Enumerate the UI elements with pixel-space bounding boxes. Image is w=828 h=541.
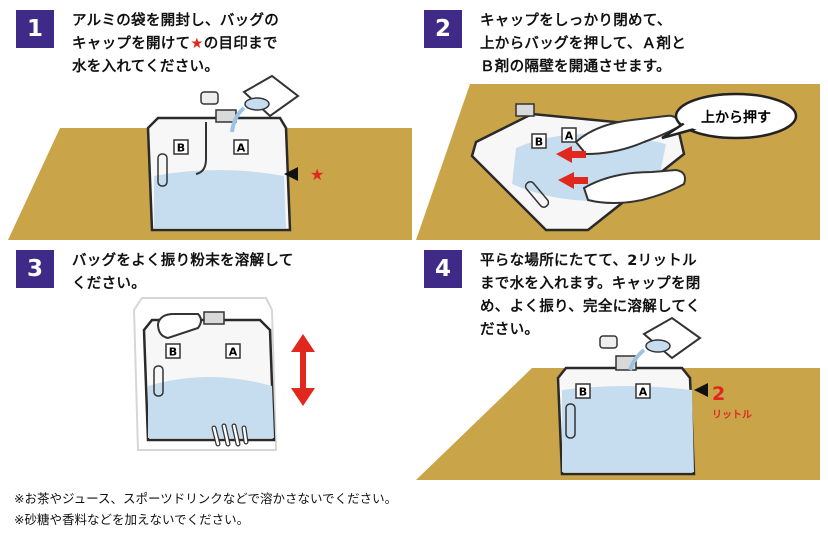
star-marker-icon: ★: [310, 165, 324, 184]
step-3-illustration: B A: [8, 244, 412, 480]
cap-icon: [599, 335, 618, 349]
instruction-line: 上からバッグを押して、Ａ剤と: [480, 36, 687, 52]
caution-notes: ※お茶やジュース、スポーツドリンクなどで溶かさないでください。 ※砂糖や香料など…: [14, 488, 397, 530]
speech-bubble: 上から押す: [661, 92, 798, 140]
hand-top-icon: [156, 313, 202, 340]
step-number: 3: [16, 250, 54, 288]
instruction-line: Ｂ剤の隔壁を開通させます。: [480, 59, 671, 75]
step-1-instructions: アルミの袋を開封し、バッグの キャップを開けて★の目印まで 水を入れてください。: [72, 10, 408, 79]
pouch-divider: [195, 122, 207, 175]
step-1-illustration: B A ★: [8, 4, 412, 240]
level-mark-unit: リットル: [712, 409, 752, 421]
pouch-handle: [524, 180, 550, 208]
label-a: A: [229, 346, 238, 359]
instruction-line: め、よく振り、完全に溶解してく: [480, 299, 701, 315]
arrow-left-icon: [694, 383, 708, 397]
star-icon: ★: [190, 36, 204, 52]
step-number: 2: [424, 10, 462, 48]
instruction-line: ください。: [72, 276, 146, 292]
label-b: B: [177, 142, 185, 155]
instruction-line: ださい。: [480, 322, 540, 338]
caution-note: ※お茶やジュース、スポーツドリンクなどで溶かさないでください。: [14, 491, 398, 506]
spout: [203, 311, 225, 325]
instruction-line: 平らな場所にたてて、2リットル: [480, 253, 697, 269]
step-3-instructions: バッグをよく振り粉末を溶解して ください。: [72, 250, 408, 296]
pouch-handle: [157, 153, 168, 187]
instruction-line: まで水を入れます。キャップを閉: [480, 276, 701, 292]
step-4-panel: B A 2 リットル 4 平らな場所にたてて、2リットル まで水を入れます。キャ…: [416, 244, 820, 480]
step-2-instructions: キャップをしっかり閉めて、 上からバッグを押して、Ａ剤と Ｂ剤の隔壁を開通させま…: [480, 10, 816, 79]
instruction-line: バッグをよく振り粉末を溶解して: [72, 253, 294, 269]
label-a: A: [565, 130, 574, 143]
water-level: [148, 377, 274, 438]
instruction-line: キャップを開けて★の目印まで: [72, 36, 278, 52]
caution-note: ※砂糖や香料などを加えないでください。: [14, 512, 250, 527]
label-b: B: [579, 386, 587, 399]
step-number: 4: [424, 250, 462, 288]
instruction-line: 水を入れてください。: [72, 59, 220, 75]
instruction-line: キャップをしっかり閉めて、: [480, 13, 672, 29]
cup-icon: [642, 316, 702, 360]
water-stream: [628, 348, 646, 371]
step-4-illustration: B A 2 リットル: [416, 244, 820, 480]
arrow-press-icon: [558, 172, 588, 189]
pouch-handle: [153, 365, 164, 397]
step-4-instructions: 平らな場所にたてて、2リットル まで水を入れます。キャップを閉 め、よく振り、完…: [480, 250, 816, 342]
bubble-text: 上から押す: [701, 109, 771, 126]
step-number: 1: [16, 10, 54, 48]
label-b: B: [535, 136, 543, 149]
cap-icon: [200, 91, 219, 105]
label-b: B: [169, 346, 177, 359]
pouch-handle: [565, 403, 576, 439]
level-mark-number: 2: [712, 383, 725, 405]
step-2-illustration: B A 上から押す: [416, 4, 820, 240]
water-level: [562, 386, 694, 472]
cup-icon: [242, 74, 300, 118]
shake-arrow-icon: [291, 334, 315, 406]
shake-ghost-outline: [132, 297, 278, 451]
spout: [515, 103, 535, 117]
arrow-press-icon: [556, 146, 586, 163]
step-3-panel: B A 3 バッグをよく振り粉末を溶解して ください。: [8, 244, 412, 480]
instruction-line: アルミの袋を開封し、バッグの: [72, 13, 280, 29]
water-level: [154, 170, 286, 228]
label-a: A: [639, 386, 648, 399]
label-a: A: [237, 142, 246, 155]
hand-bottom-icon: [211, 423, 249, 447]
water-stream: [230, 106, 246, 133]
step-1-panel: B A ★ 1 アルミの袋を開封し、バッグの キャップを開けて★の目印まで 水を…: [8, 4, 412, 240]
step-2-panel: B A 上から押す 2 キャップをしっかり閉めて、 上からバッグを押して、Ａ剤と…: [416, 4, 820, 240]
arrow-left-icon: [284, 167, 298, 181]
